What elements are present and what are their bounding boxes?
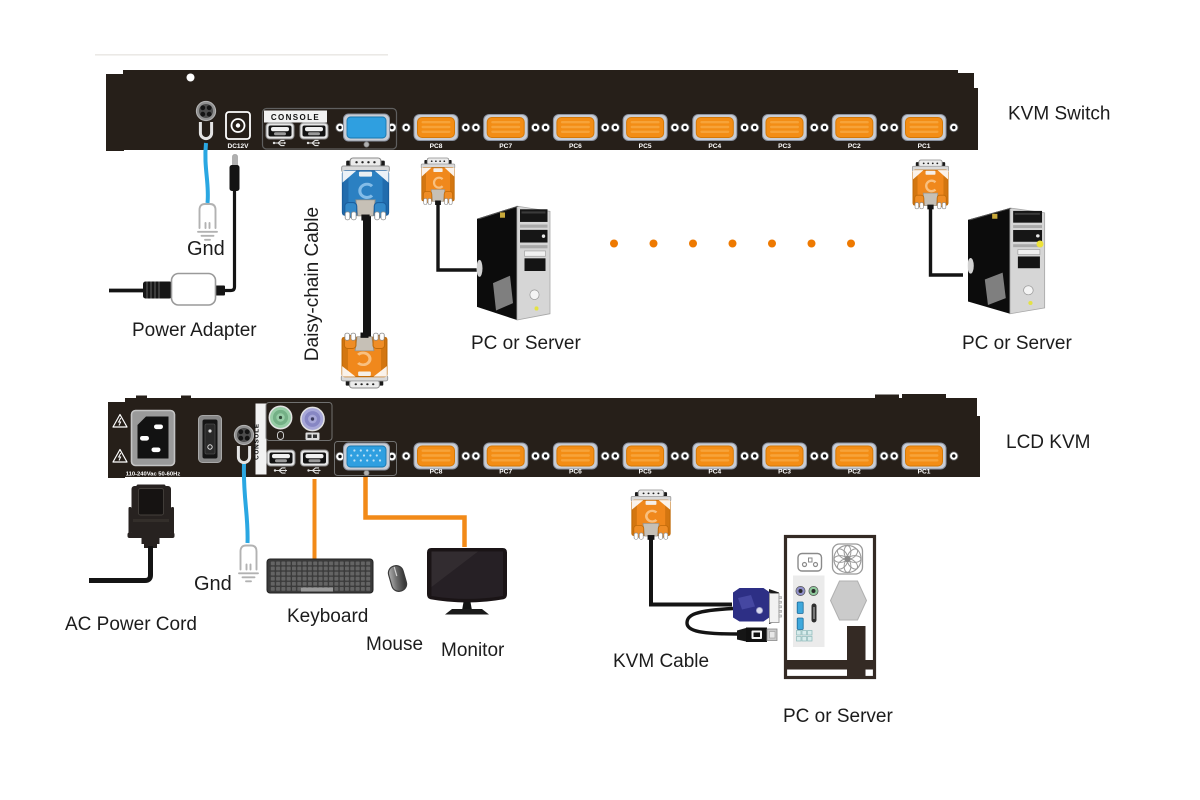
svg-text:PC1: PC1 bbox=[918, 469, 931, 476]
svg-text:KVM Switch: KVM Switch bbox=[1008, 104, 1110, 125]
svg-text:AC Power Cord: AC Power Cord bbox=[65, 614, 197, 635]
svg-text:PC7: PC7 bbox=[499, 143, 512, 150]
svg-text:KVM Cable: KVM Cable bbox=[613, 651, 709, 672]
svg-text:PC or Server: PC or Server bbox=[783, 706, 893, 727]
svg-text:Keyboard: Keyboard bbox=[287, 606, 368, 627]
svg-text:PC5: PC5 bbox=[639, 143, 652, 150]
svg-text:PC2: PC2 bbox=[848, 469, 861, 476]
svg-text:110-240Vac 50-60Hz: 110-240Vac 50-60Hz bbox=[126, 472, 181, 478]
svg-text:PC1: PC1 bbox=[918, 143, 931, 150]
svg-text:PC3: PC3 bbox=[778, 469, 791, 476]
svg-text:CONSOLE: CONSOLE bbox=[271, 113, 320, 122]
svg-text:Gnd: Gnd bbox=[187, 238, 225, 260]
svg-text:PC or Server: PC or Server bbox=[471, 333, 581, 354]
svg-text:Gnd: Gnd bbox=[194, 573, 232, 595]
svg-text:Mouse: Mouse bbox=[366, 634, 423, 655]
svg-text:PC6: PC6 bbox=[569, 143, 582, 150]
svg-text:PC2: PC2 bbox=[848, 143, 861, 150]
svg-text:PC8: PC8 bbox=[430, 469, 443, 476]
svg-text:DC12V: DC12V bbox=[228, 143, 250, 150]
svg-text:PC5: PC5 bbox=[639, 469, 652, 476]
svg-text:PC8: PC8 bbox=[430, 143, 443, 150]
svg-text:Power Adapter: Power Adapter bbox=[132, 320, 257, 341]
svg-text:Daisy-chain Cable: Daisy-chain Cable bbox=[302, 207, 323, 361]
svg-text:PC4: PC4 bbox=[708, 469, 721, 476]
svg-text:PC6: PC6 bbox=[569, 469, 582, 476]
svg-text:PC4: PC4 bbox=[708, 143, 721, 150]
svg-text:PC7: PC7 bbox=[499, 469, 512, 476]
svg-text:PC or Server: PC or Server bbox=[962, 333, 1072, 354]
svg-text:PC3: PC3 bbox=[778, 143, 791, 150]
svg-text:LCD KVM: LCD KVM bbox=[1006, 432, 1090, 453]
svg-text:CONSOLE: CONSOLE bbox=[254, 423, 261, 460]
svg-text:Monitor: Monitor bbox=[441, 640, 505, 661]
